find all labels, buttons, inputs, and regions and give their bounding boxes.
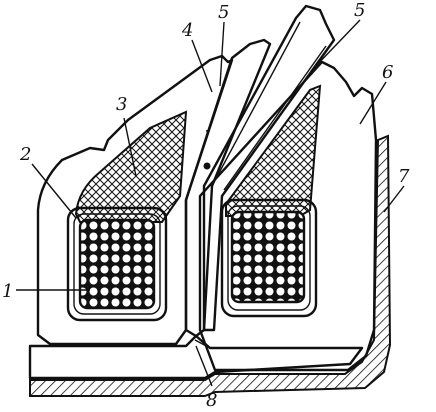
- leader-7: [383, 185, 405, 213]
- label-7: 7: [398, 166, 410, 187]
- leader-8: [195, 345, 213, 387]
- left-crosshatch-fill: [74, 110, 188, 223]
- label-6: 6: [382, 62, 393, 83]
- leader-2: [31, 163, 77, 219]
- right-coil-inner-insulation: [227, 205, 311, 311]
- left-coil-inner-insulation: [73, 213, 161, 315]
- left-coil-conductors: [78, 218, 156, 310]
- label-3: 3: [116, 94, 127, 115]
- right-coil-conductors: [230, 210, 306, 304]
- outer-wall-hatched: [29, 134, 392, 397]
- right-crosshatch-fill: [225, 84, 322, 217]
- center-strip-right: [202, 4, 336, 332]
- leader-3: [123, 117, 137, 177]
- label-2: 2: [19, 144, 31, 165]
- center-strip-left: [184, 38, 272, 338]
- left-coil-outer-insulation: [66, 206, 168, 322]
- contact-dot: [203, 162, 211, 170]
- label-4: 4: [181, 20, 193, 41]
- leader-6: [359, 81, 387, 125]
- leader-4: [191, 39, 213, 93]
- bottom-base-strip: [28, 334, 364, 380]
- leader-5-left: [219, 21, 225, 87]
- label-5-left: 5: [218, 2, 229, 23]
- right-coil-outer-insulation: [220, 198, 318, 318]
- right-insulation-layer: [198, 60, 378, 372]
- label-1: 1: [2, 281, 13, 302]
- label-8: 8: [206, 390, 217, 411]
- label-5-right: 5: [354, 0, 365, 21]
- leader-5-right: [311, 19, 361, 71]
